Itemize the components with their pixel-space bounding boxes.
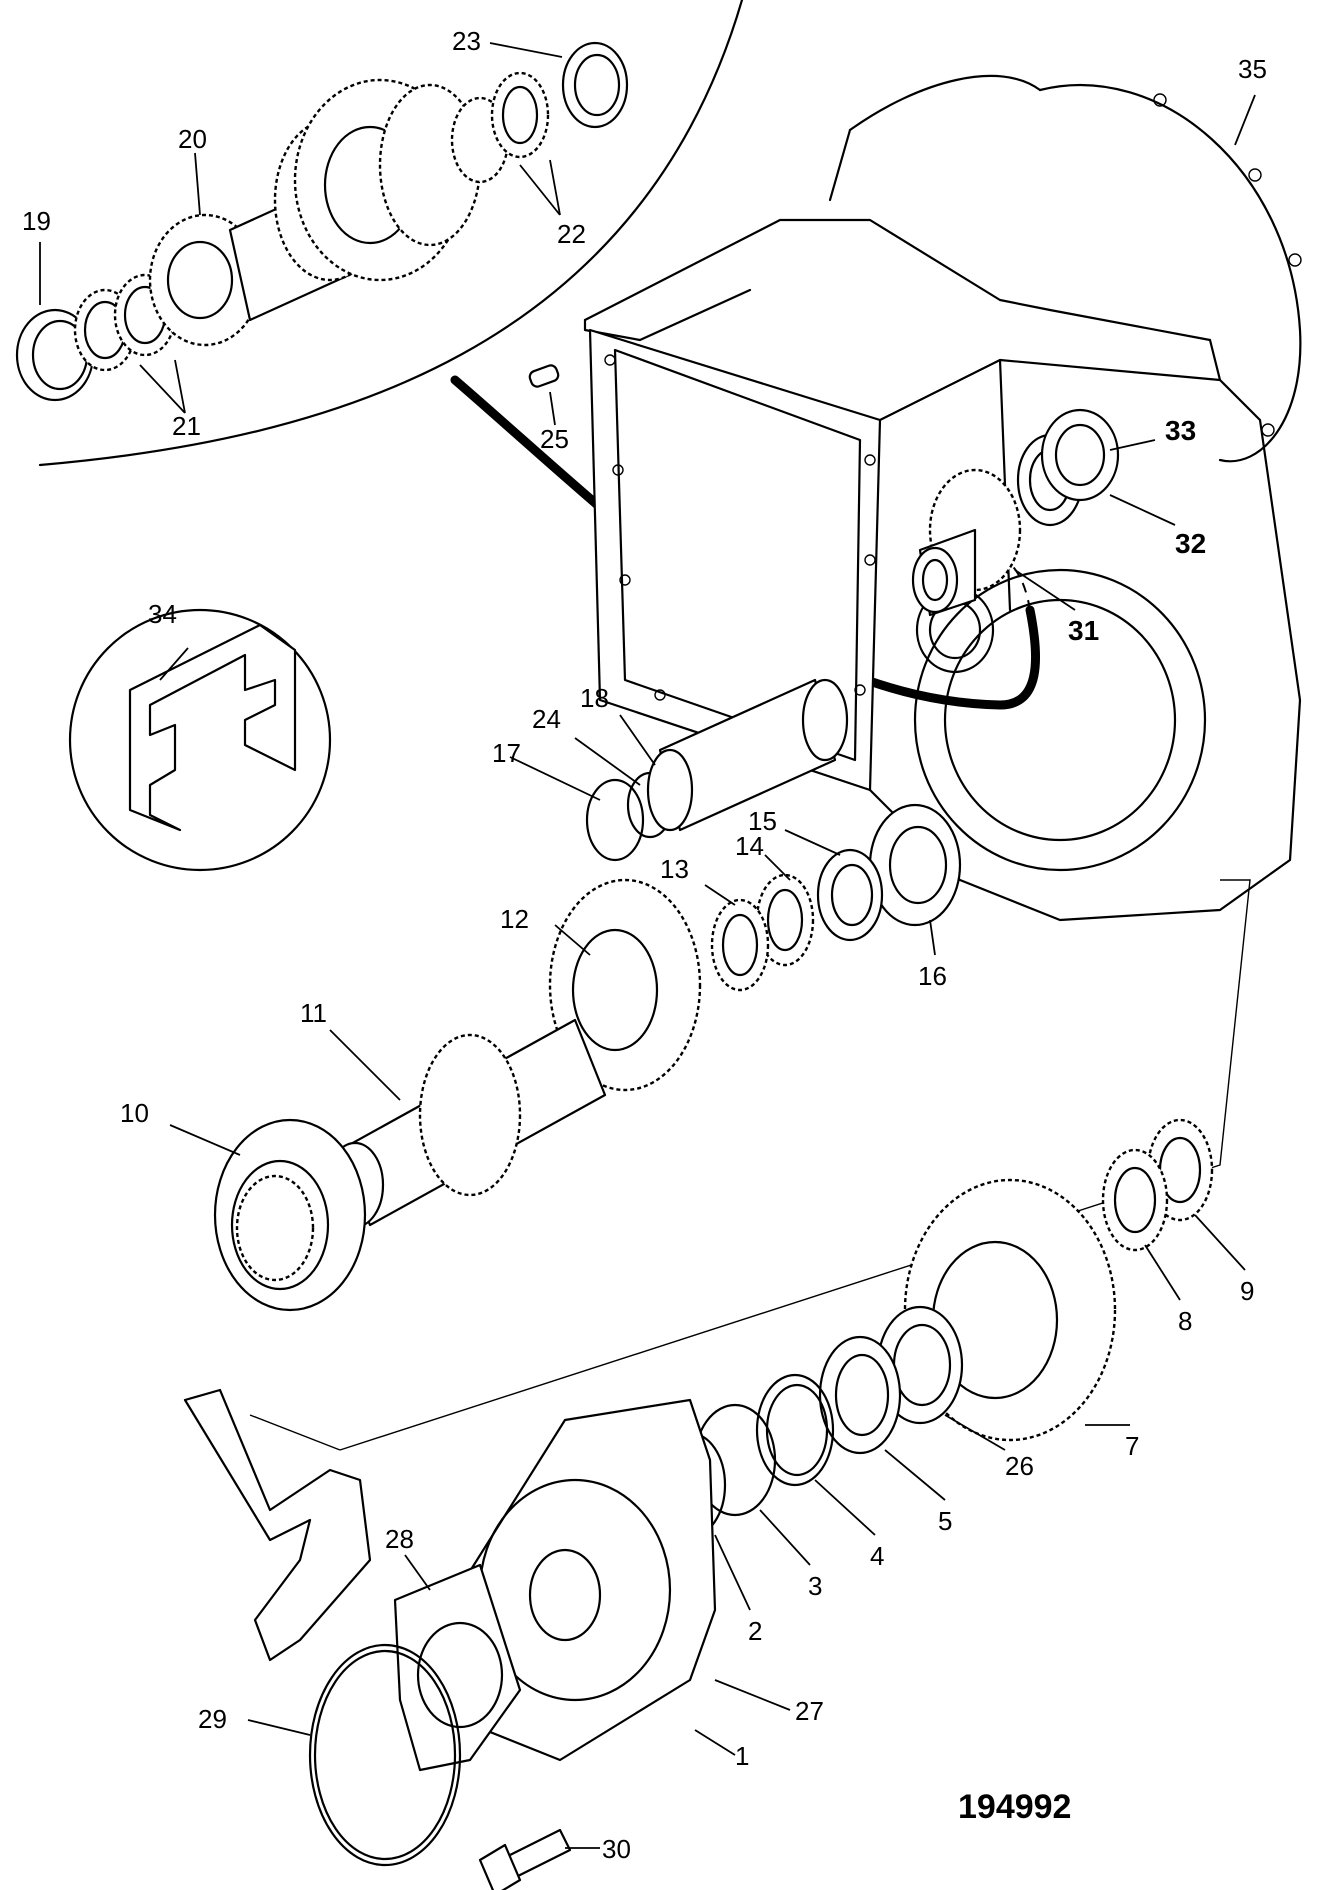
callout-4: 4 bbox=[870, 1541, 884, 1571]
gearbox-housing bbox=[583, 74, 1302, 922]
callout-5: 5 bbox=[938, 1506, 952, 1536]
callout-26: 26 bbox=[1005, 1451, 1034, 1481]
callout-30: 30 bbox=[602, 1834, 631, 1864]
figure-reference-number: 194992 bbox=[958, 1788, 1071, 1826]
callout-11: 11 bbox=[300, 998, 327, 1028]
callout-31: 31 bbox=[1068, 615, 1099, 646]
callout-2: 2 bbox=[748, 1616, 762, 1646]
callout-13: 13 bbox=[660, 854, 689, 884]
callout-10: 10 bbox=[120, 1098, 149, 1128]
callout-27: 27 bbox=[795, 1696, 824, 1726]
callout-17: 17 bbox=[492, 738, 521, 768]
callout-25: 25 bbox=[540, 424, 569, 454]
callout-23: 23 bbox=[452, 26, 481, 56]
input-gear-assembly bbox=[911, 408, 1120, 617]
callout-8: 8 bbox=[1178, 1306, 1192, 1336]
callout-22: 22 bbox=[557, 219, 586, 249]
callout-24: 24 bbox=[532, 704, 561, 734]
callout-35: 35 bbox=[1238, 54, 1267, 84]
callout-33: 33 bbox=[1165, 415, 1196, 446]
callout-19: 19 bbox=[22, 206, 51, 236]
callout-16: 16 bbox=[918, 961, 947, 991]
callout-21: 21 bbox=[172, 411, 201, 441]
reference-box-outline bbox=[249, 879, 1251, 1451]
callout-7: 7 bbox=[1125, 1431, 1139, 1461]
callout-14: 14 bbox=[735, 831, 764, 861]
callout-28: 28 bbox=[385, 1524, 414, 1554]
detail-inset-layshaft bbox=[15, 0, 744, 467]
leader-lines bbox=[39, 42, 1256, 1849]
callout-3: 3 bbox=[808, 1571, 822, 1601]
lower-gear-assembly bbox=[183, 1118, 1214, 1890]
clip-detail-circle bbox=[68, 608, 332, 872]
callout-29: 29 bbox=[198, 1704, 227, 1734]
callout-labels: 1 2 3 4 5 7 8 9 10 11 12 13 14 15 16 17 … bbox=[22, 26, 1267, 1864]
callout-15: 15 bbox=[748, 806, 777, 836]
output-shaft-assembly bbox=[213, 678, 962, 1312]
callout-1: 1 bbox=[735, 1741, 749, 1771]
dowel-pin bbox=[528, 364, 560, 388]
callout-20: 20 bbox=[178, 124, 207, 154]
callout-18: 18 bbox=[580, 683, 609, 713]
callout-32: 32 bbox=[1175, 528, 1206, 559]
callout-9: 9 bbox=[1240, 1276, 1254, 1306]
callout-34: 34 bbox=[148, 599, 177, 629]
callout-12: 12 bbox=[500, 904, 529, 934]
